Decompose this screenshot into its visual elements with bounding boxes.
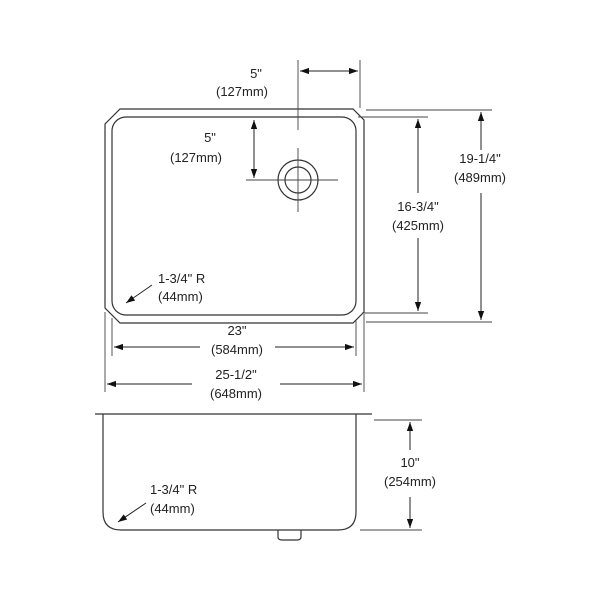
drain-offset-y-inch: 5" (204, 130, 216, 145)
bowl-width-inch: 23" (227, 323, 246, 338)
drain-offset-x-mm: (127mm) (216, 84, 268, 99)
side-bowl-profile (102, 414, 357, 531)
top-view: 5" (127mm) 5" (127mm) 16-3/4" (425mm) 19… (104, 60, 506, 401)
drain-offset-y-dimension (246, 120, 278, 181)
side-radius-leader (117, 502, 147, 523)
drain-offset-y-mm: (127mm) (170, 150, 222, 165)
overall-depth-inch: 19-1/4" (459, 151, 501, 166)
overall-depth-mm: (489mm) (454, 170, 506, 185)
side-radius-inch: 1-3/4" R (150, 482, 197, 497)
top-radius-mm: (44mm) (158, 289, 203, 304)
overall-width-mm: (648mm) (210, 386, 262, 401)
side-depth-dimension (360, 419, 422, 531)
overall-width-dimension (104, 312, 365, 392)
bowl-depth-inch: 16-3/4" (397, 199, 439, 214)
side-radius-mm: (44mm) (150, 501, 195, 516)
side-depth-mm: (254mm) (384, 474, 436, 489)
side-drain-outlet (277, 530, 302, 541)
sink-outer-rim (104, 108, 365, 324)
drain-offset-x-dimension (297, 60, 361, 130)
bowl-width-mm: (584mm) (211, 342, 263, 357)
drain-offset-x-inch: 5" (250, 66, 262, 81)
sink-bowl-outline (111, 116, 357, 316)
top-radius-leader (125, 284, 153, 304)
overall-depth-dimension (366, 109, 492, 323)
side-view: 10" (254mm) 1-3/4" R (44mm) (95, 413, 436, 541)
bowl-depth-dimension (358, 116, 428, 314)
bowl-depth-mm: (425mm) (392, 218, 444, 233)
bowl-width-dimension (111, 318, 357, 356)
overall-width-inch: 25-1/2" (215, 367, 257, 382)
drain-icon (270, 148, 338, 212)
top-radius-inch: 1-3/4" R (158, 271, 205, 286)
side-depth-inch: 10" (400, 455, 419, 470)
